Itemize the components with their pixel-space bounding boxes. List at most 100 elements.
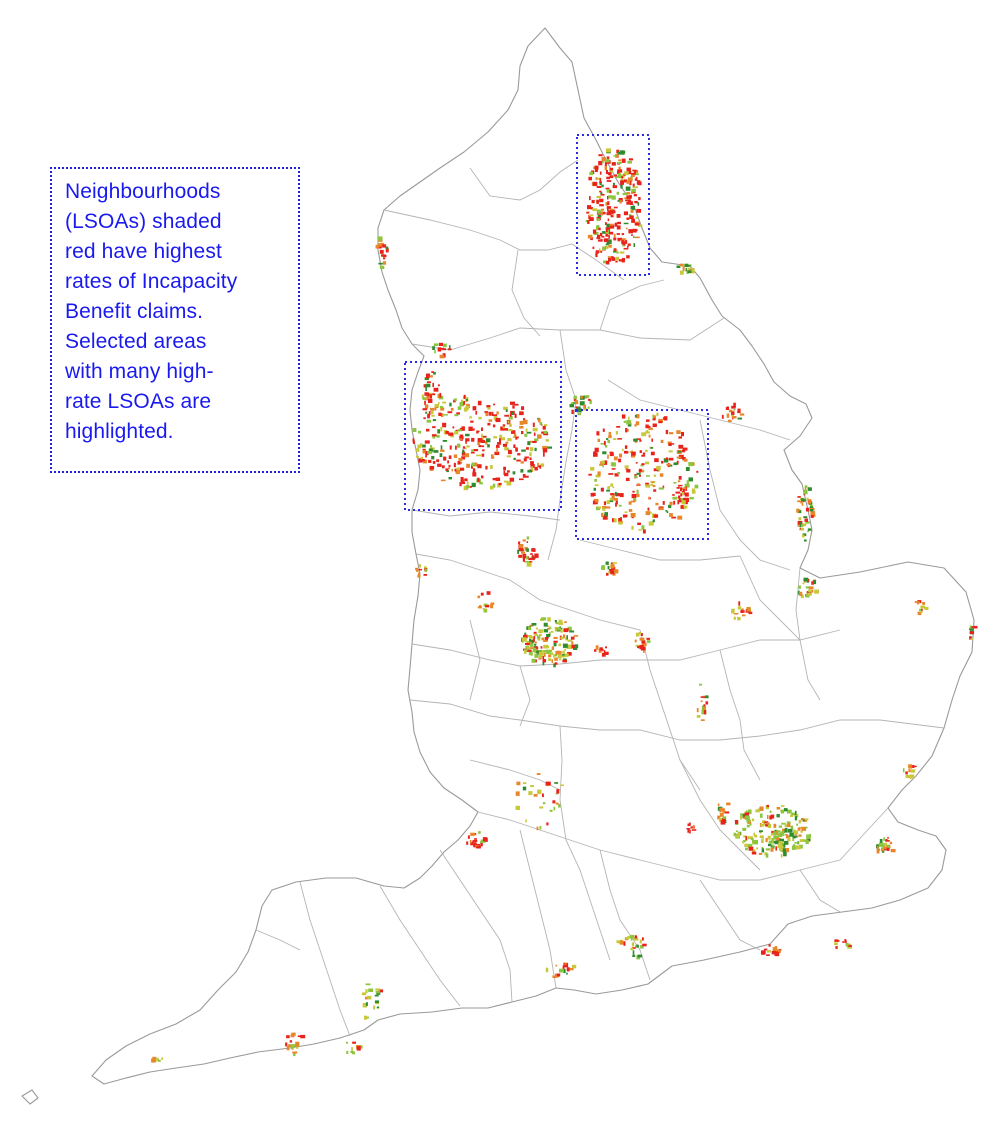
lsoa-speck — [691, 490, 696, 494]
lsoa-speck — [633, 229, 638, 231]
lsoa-speck — [493, 414, 497, 417]
lsoa-speck — [525, 555, 529, 560]
lsoa-speck — [558, 650, 562, 655]
lsoa-speck — [426, 373, 430, 377]
lsoa-speck — [438, 342, 443, 346]
lsoa-speck — [425, 411, 428, 414]
lsoa-speck — [550, 630, 554, 633]
lsoa-speck — [612, 214, 615, 217]
lsoa-speck — [155, 1059, 158, 1062]
lsoa-speck — [665, 510, 668, 512]
lsoa-speck — [526, 562, 532, 567]
lsoa-speck — [432, 382, 434, 388]
lsoa-speck — [804, 489, 808, 495]
lsoa-speck — [539, 806, 544, 809]
lsoa-speck — [642, 452, 646, 455]
lsoa-speck — [529, 638, 532, 642]
lsoa-speck — [606, 189, 611, 193]
lsoa-speck — [513, 457, 516, 461]
lsoa-speck — [705, 701, 709, 705]
lsoa-speck — [558, 643, 562, 647]
lsoa-speck — [684, 263, 689, 268]
lsoa-speck — [621, 176, 624, 179]
lsoa-speck — [646, 640, 651, 643]
lsoa-speck — [536, 826, 539, 831]
lsoa-speck — [509, 423, 512, 427]
lsoa-speck — [604, 440, 606, 446]
lsoa-speck — [554, 662, 558, 665]
lsoa-speck — [492, 483, 496, 488]
lsoa-speck — [761, 848, 765, 853]
caption-line: Neighbourhoods — [65, 180, 221, 203]
lsoa-speck — [438, 413, 441, 416]
lsoa-speck — [286, 1035, 290, 1039]
lsoa-speck — [616, 149, 620, 154]
lsoa-speck — [533, 631, 537, 635]
lsoa-speck — [603, 501, 606, 506]
lsoa-speck — [800, 498, 805, 502]
lsoa-speck — [668, 443, 672, 446]
lsoa-speck — [573, 395, 577, 400]
lsoa-speck — [883, 842, 887, 846]
lsoa-speck — [902, 768, 905, 773]
lsoa-speck — [593, 487, 596, 491]
lsoa-speck — [691, 488, 695, 492]
lsoa-speck — [596, 186, 602, 188]
lsoa-speck — [617, 237, 622, 240]
lsoa-speck — [534, 553, 539, 558]
lsoa-speck — [515, 436, 518, 440]
lsoa-speck — [597, 214, 602, 218]
lsoa-speck — [626, 167, 631, 172]
lsoa-speck — [528, 635, 533, 638]
lsoa-speck — [682, 447, 688, 451]
lsoa-speck — [542, 793, 544, 798]
lsoa-speck — [633, 186, 639, 189]
lsoa-speck — [612, 486, 615, 489]
lsoa-speck — [476, 430, 480, 433]
lsoa-speck — [478, 416, 482, 420]
lsoa-speck — [590, 237, 593, 241]
lsoa-speck — [600, 238, 603, 242]
lsoa-speck — [573, 648, 578, 650]
lsoa-speck — [746, 824, 750, 828]
lsoa-speck — [454, 398, 457, 401]
lsoa-speck — [473, 843, 477, 848]
lsoa-speck — [778, 825, 783, 828]
lsoa-speck — [375, 244, 378, 249]
lsoa-speck — [454, 431, 459, 435]
lsoa-speck — [799, 522, 802, 525]
lsoa-speck — [439, 392, 442, 396]
lsoa-speck — [428, 411, 431, 416]
lsoa-speck — [785, 834, 788, 836]
lsoa-speck — [741, 614, 746, 617]
lsoa-speck — [589, 399, 592, 404]
lsoa-speck — [773, 823, 777, 828]
lsoa-speck — [637, 646, 640, 649]
lsoa-speck — [762, 820, 766, 824]
lsoa-speck — [883, 846, 888, 850]
lsoa-speck — [652, 519, 655, 523]
lsoa-speck — [689, 264, 692, 267]
lsoa-speck — [361, 992, 367, 996]
lsoa-speck — [658, 487, 664, 490]
lsoa-speck — [771, 838, 774, 842]
lsoa-speck — [583, 408, 587, 411]
lsoa-speck — [596, 225, 600, 230]
lsoa-speck — [920, 605, 926, 609]
lsoa-speck — [722, 808, 726, 813]
lsoa-speck — [801, 534, 805, 538]
lsoa-speck — [626, 201, 630, 205]
lsoa-speck — [470, 842, 474, 846]
lsoa-speck — [426, 381, 431, 384]
lsoa-speck — [560, 636, 564, 640]
lsoa-speck — [646, 637, 651, 640]
lsoa-speck — [520, 469, 524, 473]
lsoa-speck — [805, 507, 810, 512]
lsoa-speck — [694, 484, 699, 489]
lsoa-speck — [606, 506, 611, 509]
lsoa-speck — [382, 261, 387, 265]
lsoa-speck — [589, 196, 591, 201]
lsoa-speck — [537, 635, 541, 639]
lsoa-speck — [602, 506, 607, 509]
lsoa-speck — [630, 513, 636, 518]
